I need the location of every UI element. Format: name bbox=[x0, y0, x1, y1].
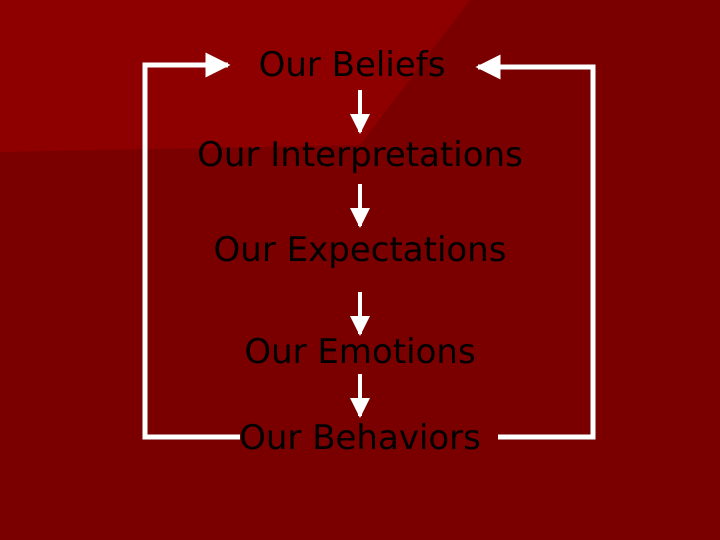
feedback-loop-left bbox=[142, 52, 240, 440]
step-beliefs: Our Beliefs bbox=[258, 45, 446, 85]
step-emotions: Our Emotions bbox=[244, 332, 476, 372]
step-expectations: Our Expectations bbox=[213, 230, 507, 270]
step-interpretations: Our Interpretations bbox=[197, 135, 523, 175]
feedback-loop-right bbox=[475, 54, 596, 440]
step-behaviors: Our Behaviors bbox=[239, 418, 481, 458]
